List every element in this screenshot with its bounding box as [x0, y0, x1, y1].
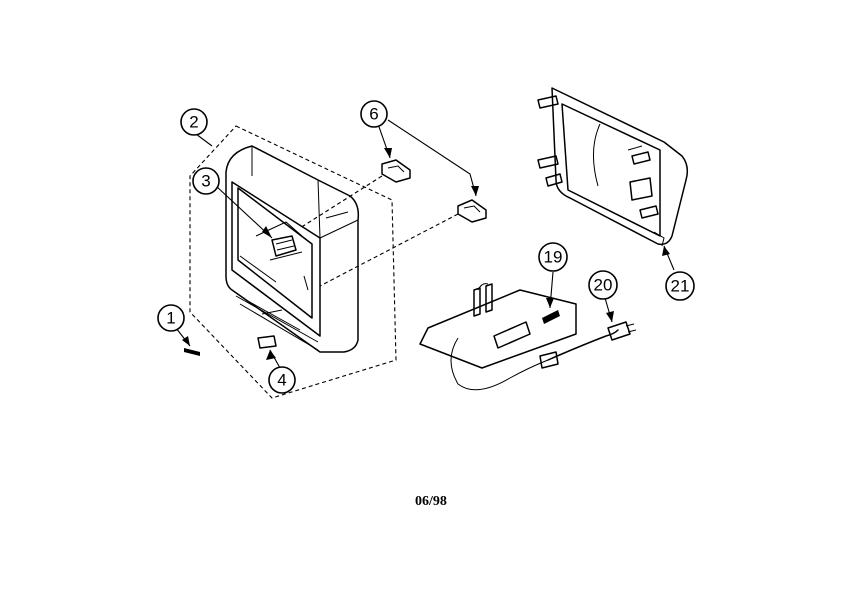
- callout-3: 3: [192, 167, 220, 195]
- circuit-board: [419, 283, 577, 391]
- front-cabinet: [225, 145, 360, 353]
- leader-3: [215, 185, 273, 239]
- callout-2: 2: [180, 108, 208, 136]
- arrowhead-19: [546, 298, 554, 308]
- callout-4: 4: [268, 366, 296, 394]
- side-bracket-lower: [457, 199, 487, 223]
- callout-19-label: 19: [544, 248, 563, 267]
- callout-2-label: 2: [189, 113, 198, 132]
- arrowhead-20: [606, 311, 614, 322]
- cabinet-assembly-boundary: [189, 125, 397, 399]
- callout-4-label: 4: [277, 371, 286, 390]
- internal-bracket: [271, 235, 297, 257]
- bracket-alignment-line-1: [299, 175, 383, 229]
- screw: [184, 348, 200, 356]
- bracket-alignment-line-2: [319, 213, 459, 287]
- date-code: 06/98: [415, 494, 447, 509]
- callout-19: 19: [538, 242, 568, 272]
- leader-6b: [387, 119, 477, 197]
- callout-21-label: 21: [671, 277, 690, 296]
- arrowhead-4: [266, 350, 276, 360]
- callout-1: 1: [157, 304, 185, 332]
- callout-6-label: 6: [369, 105, 378, 124]
- callout-6: 6: [360, 100, 388, 128]
- badge: [257, 335, 277, 349]
- power-cord: [539, 321, 637, 369]
- callout-1-label: 1: [166, 309, 175, 328]
- leader-2: [195, 133, 213, 147]
- callout-3-label: 3: [201, 172, 210, 191]
- back-cover: [537, 87, 689, 247]
- side-bracket-upper: [381, 159, 411, 183]
- arrowhead-6b: [471, 186, 479, 196]
- callout-20: 20: [588, 270, 618, 300]
- callout-21: 21: [665, 271, 695, 301]
- arrowhead-6a: [384, 148, 392, 158]
- arrowhead-1: [182, 336, 190, 346]
- callout-20-label: 20: [594, 276, 613, 295]
- arrowhead-21: [662, 246, 670, 256]
- arrowhead-3: [262, 226, 272, 238]
